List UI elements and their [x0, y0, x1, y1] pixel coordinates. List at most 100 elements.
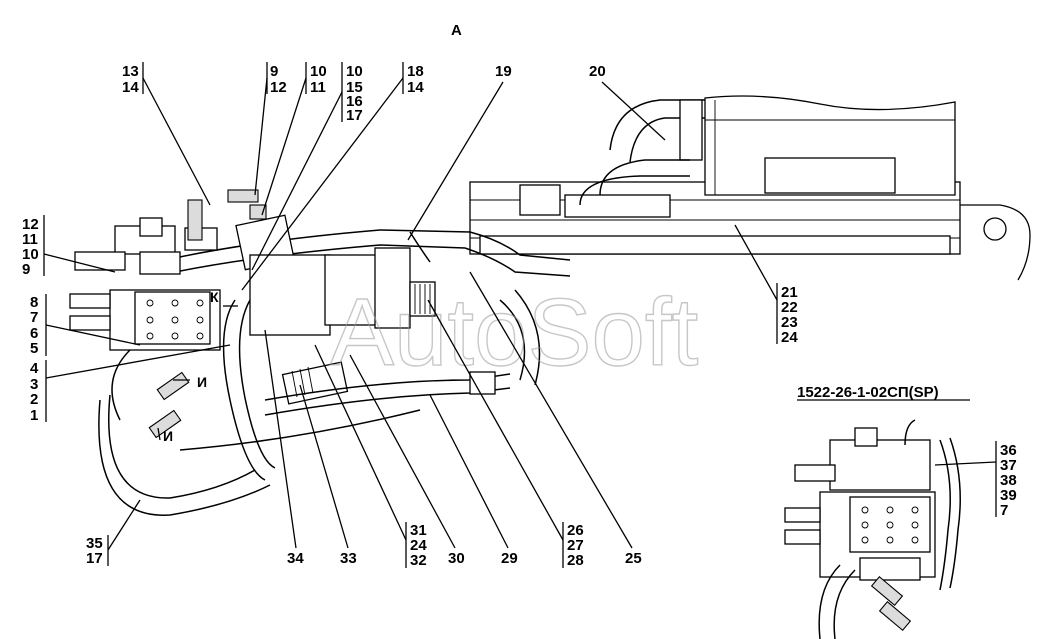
- view-label: А: [451, 22, 462, 39]
- callout-number: 3: [30, 376, 38, 393]
- callout-number: 33: [340, 550, 357, 567]
- port-letter-i-upper: И: [197, 374, 207, 390]
- callout-12-9: 12 11 10 9: [22, 215, 116, 278]
- callout-number: 30: [448, 550, 465, 567]
- callout-number: 35: [86, 535, 103, 552]
- callout-13-14: 13 14: [122, 62, 211, 206]
- callout-number: 18: [407, 63, 424, 80]
- callout-number: 9: [22, 261, 30, 278]
- leader-line: [314, 344, 407, 541]
- callout-number: 24: [410, 537, 427, 554]
- callout-25: 25: [469, 271, 642, 567]
- leader-line: [261, 77, 307, 216]
- callout-number: 14: [122, 79, 139, 96]
- leader-line: [254, 77, 268, 196]
- callout-33: 33: [299, 384, 357, 567]
- callout-number: 2: [30, 391, 38, 408]
- leader-line: [142, 77, 211, 206]
- elbow-pipe-20: [579, 99, 705, 206]
- pump-unit: [235, 214, 436, 336]
- callout-10-17: 10 15 16 17: [251, 62, 363, 271]
- hose-fittings: [148, 189, 267, 439]
- callout-number: 11: [310, 79, 326, 96]
- callout-number: 22: [781, 299, 798, 316]
- callout-number: 26: [567, 522, 584, 539]
- sub-assembly-view: [784, 419, 961, 639]
- callout-9-12: 9 12: [254, 62, 287, 196]
- callout-number: 5: [30, 340, 38, 357]
- callout-number: 32: [410, 552, 427, 569]
- callout-number: 8: [30, 294, 38, 311]
- leader-line: [251, 91, 343, 271]
- engine-block: [519, 95, 956, 218]
- callout-number: 28: [567, 552, 584, 569]
- callout-31-32: 31 24 32: [314, 344, 427, 569]
- callout-number: 6: [30, 325, 38, 342]
- sub-view-title: 1522-26-1-02СП(SP): [797, 384, 939, 401]
- main-assembly-view: [69, 95, 1031, 516]
- callout-number: 10: [310, 63, 327, 80]
- callout-10-11: 10 11: [261, 62, 327, 216]
- callout-number: 27: [567, 537, 584, 554]
- callout-number: 34: [287, 550, 304, 567]
- callout-number: 17: [346, 107, 363, 124]
- leader-line: [734, 224, 778, 301]
- callout-number: 17: [86, 550, 103, 567]
- callout-29: 29: [429, 394, 518, 567]
- callout-4-1: 4 3 2 1: [30, 344, 231, 424]
- callout-number: 16: [346, 93, 363, 110]
- callout-number: 9: [270, 63, 278, 80]
- lower-hoses: [98, 289, 541, 516]
- control-valve-block: [69, 217, 221, 351]
- leader-line: [43, 253, 116, 273]
- leader-line: [45, 344, 231, 379]
- callout-number: 11: [22, 231, 38, 248]
- callout-number: 4: [30, 360, 39, 377]
- leader-line: [429, 394, 509, 549]
- callout-20: 20: [589, 63, 666, 141]
- callout-number: 24: [781, 329, 798, 346]
- callout-number: 10: [346, 63, 363, 80]
- leader-line: [241, 77, 404, 291]
- leader-line: [601, 81, 666, 141]
- callout-number: 19: [495, 63, 512, 80]
- callout-number: 10: [22, 246, 39, 263]
- callout-36-7: 36 37 38 39 7: [934, 441, 1017, 519]
- callout-number: 1: [30, 407, 38, 424]
- leader-line: [469, 271, 633, 549]
- leader-line: [934, 461, 997, 466]
- leader-line: [107, 499, 141, 551]
- callout-18-14: 18 14: [241, 62, 424, 291]
- callout-number: 38: [1000, 472, 1017, 489]
- callout-number: 23: [781, 314, 798, 331]
- callout-number: 36: [1000, 442, 1017, 459]
- callout-34: 34: [264, 329, 304, 567]
- callout-number: 20: [589, 63, 606, 80]
- callout-number: 12: [270, 79, 287, 96]
- leader-line: [45, 324, 141, 346]
- port-letter-i-lower: И: [163, 428, 173, 444]
- callout-number: 12: [22, 216, 39, 233]
- watermark-text: AutoSoft: [330, 279, 698, 386]
- callout-30: 30: [349, 354, 465, 567]
- leader-line: [427, 299, 564, 541]
- leader-line: [349, 354, 456, 549]
- callout-number: 29: [501, 550, 518, 567]
- callout-21-24: 21 22 23 24: [734, 224, 798, 346]
- leader-line: [407, 81, 504, 241]
- leader-line: [264, 329, 297, 549]
- port-i-lower-arrow: [157, 427, 161, 441]
- callout-number: 39: [1000, 487, 1017, 504]
- callout-number: 25: [625, 550, 642, 567]
- callout-number: 21: [781, 284, 798, 301]
- callout-number: 31: [410, 522, 427, 539]
- callout-8-5: 8 7 6 5: [30, 294, 141, 357]
- callout-number: 15: [346, 79, 363, 96]
- callout-number: 37: [1000, 457, 1017, 474]
- boom-frame: [469, 181, 1031, 281]
- callout-19: 19: [407, 63, 512, 241]
- callout-number: 14: [407, 79, 424, 96]
- callout-number: 13: [122, 63, 139, 80]
- leader-line: [299, 384, 349, 549]
